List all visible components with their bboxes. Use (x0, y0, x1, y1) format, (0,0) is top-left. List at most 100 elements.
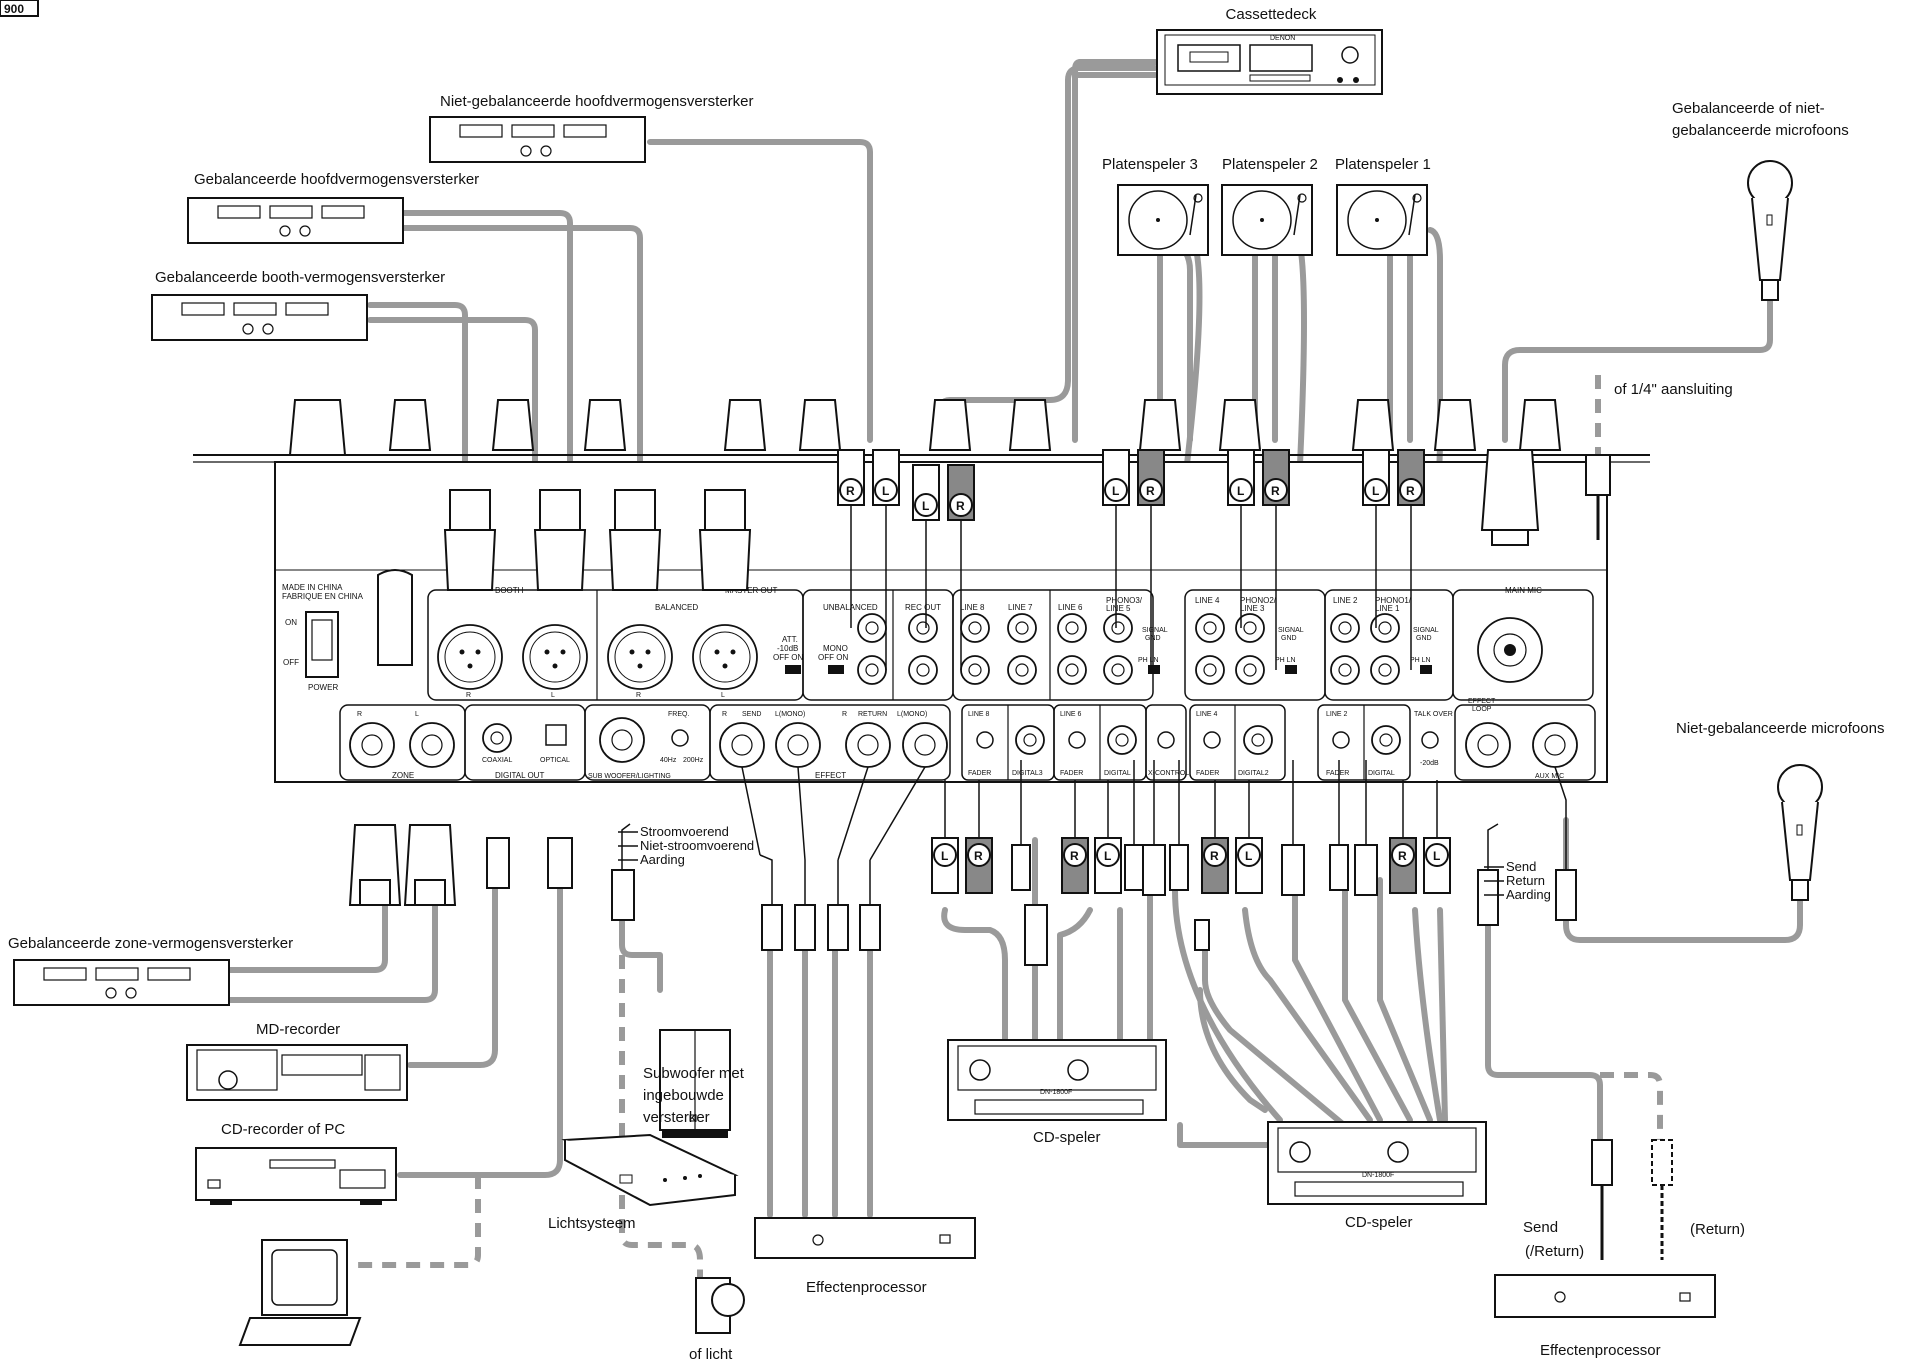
effect-send-r: R (722, 711, 727, 718)
light2-label: of licht (689, 1346, 733, 1363)
booth-r: R (466, 692, 471, 699)
cdr-label: CD-recorder of PC (221, 1121, 345, 1138)
plug-r: R (846, 484, 855, 498)
on-label: ON (285, 618, 297, 627)
digital-out-label: DIGITAL OUT (495, 771, 544, 780)
master-out-label: MASTER OUT (725, 586, 778, 595)
plug-l: L (1237, 484, 1244, 498)
return-label-fx: (Return) (1690, 1221, 1745, 1238)
cassette-brand: DENON (1270, 35, 1295, 42)
zone-amp-label: Gebalanceerde zone-vermogensversterker (8, 935, 293, 952)
line4-label: LINE 4 (1195, 596, 1220, 605)
att-switch[interactable] (785, 665, 801, 674)
aux-mic-label: AUX MIC (1535, 773, 1564, 780)
phono3-label: PHONO3/ (1106, 596, 1143, 605)
cd-recorder: CD-recorder of PC (195, 1121, 397, 1205)
zone-amp: Gebalanceerde zone-vermogensversterker (8, 935, 293, 1006)
digital-label-2: DIGITAL (1368, 770, 1395, 777)
talk-over-label: TALK OVER (1414, 711, 1453, 718)
lmono-label-2: L(MONO) (897, 711, 927, 718)
optical-label: OPTICAL (540, 757, 570, 764)
cassette-label: Cassettedeck (1226, 6, 1317, 23)
fader-label-4: FADER (1196, 770, 1219, 777)
light-fixture: of licht (689, 1277, 745, 1363)
mono-switch[interactable] (828, 665, 844, 674)
digital2-label: DIGITAL2 (1238, 770, 1269, 777)
mic-unbal-label: Niet-gebalanceerde microfoons (1676, 720, 1884, 737)
balanced-main-amp: Gebalanceerde hoofdvermogensversterker (187, 171, 479, 244)
subwoofer: Subwoofer met ingebouwde versterker (643, 1029, 745, 1138)
main-mic-jack[interactable] (1477, 617, 1543, 683)
plug-l: L (1104, 849, 1111, 863)
phln-3: PH LN (1138, 657, 1159, 664)
made-in-label: MADE IN CHINA (282, 583, 343, 592)
phln-1: PH LN (1410, 657, 1431, 664)
balanced-booth-amp: Gebalanceerde booth-vermogensversterker (151, 269, 445, 341)
line8-label: LINE 8 (960, 603, 985, 612)
balanced-microphone: Gebalanceerde of niet- gebalanceerde mic… (1672, 100, 1849, 301)
line2-label: LINE 2 (1333, 596, 1358, 605)
phln-switch-2[interactable] (1285, 665, 1297, 674)
plug-r: R (1398, 849, 1407, 863)
mic-bal-label-2: gebalanceerde microfoons (1672, 122, 1849, 139)
md-label: MD-recorder (256, 1021, 340, 1038)
zone-r: R (357, 711, 362, 718)
rca-jacks-line (960, 613, 1133, 685)
xcontrol-label: X-CONTROL (1148, 770, 1189, 777)
sig-gnd-1: SIGNAL (1413, 627, 1439, 634)
unbalanced-microphone: Niet-gebalanceerde microfoons (1676, 720, 1884, 901)
phln-switch-3[interactable] (1148, 665, 1160, 674)
unbalanced-main-amp: Niet-gebalanceerde hoofdvermogensverster… (429, 93, 754, 163)
sub-lighting-label: SUB WOOFER/LIGHTING (588, 773, 671, 780)
tt1-label: Platenspeler 1 (1335, 156, 1431, 173)
rca-plugs-top: R L L R L R L R L R (837, 449, 1425, 670)
digital3-label: DIGITAL3 (1012, 770, 1043, 777)
lighting-system: Lichtsysteem (548, 1133, 739, 1232)
line2-lower: LINE 2 (1326, 711, 1348, 718)
sig-gnd-2: SIGNAL (1278, 627, 1304, 634)
power-label: POWER (308, 683, 338, 692)
lower-plugs (348, 766, 1577, 951)
knob-row (288, 399, 1562, 456)
main-mic-label: MAIN MIC (1505, 586, 1542, 595)
fx1-label: Effectenprocessor (806, 1279, 927, 1296)
cd-player-2: DN-1800F CD-speler (1267, 1121, 1487, 1231)
plug-r: R (956, 499, 965, 513)
line3-label: LINE 3 (1240, 604, 1265, 613)
tt3-label: Platenspeler 3 (1102, 156, 1198, 173)
send-return-label: Send (1523, 1219, 1558, 1236)
bal-amp-label: Gebalanceerde hoofdvermogensversterker (194, 171, 479, 188)
lmono-label-1: L(MONO) (775, 711, 805, 718)
booth-label: BOOTH (495, 586, 524, 595)
turntable-3: Platenspeler 3 (1102, 156, 1209, 256)
sub-label-3: versterker (643, 1109, 710, 1126)
effect-loop-label-2: LOOP (1472, 706, 1492, 713)
tt2-label: Platenspeler 2 (1222, 156, 1318, 173)
power-switch[interactable] (305, 611, 339, 678)
line6-label: LINE 6 (1058, 603, 1083, 612)
legend-fx-0: Send (1506, 859, 1536, 874)
phln-switch-1[interactable] (1420, 665, 1432, 674)
booth-l: L (551, 692, 555, 699)
rca-jacks-left (857, 613, 938, 685)
legend-sub-0: Stroomvoerend (640, 824, 729, 839)
digital-label-6: DIGITAL (1104, 770, 1131, 777)
mono-offon: OFF ON (818, 653, 848, 662)
rca-jacks-phono2 (1195, 613, 1265, 685)
legend-fx-1: Return (1506, 873, 1545, 888)
fx2-label: Effectenprocessor (1540, 1342, 1661, 1359)
line6-lower: LINE 6 (1060, 711, 1082, 718)
db20-label: -20dB (1420, 760, 1439, 767)
plug-l: L (1112, 484, 1119, 498)
light-label: Lichtsysteem (548, 1215, 636, 1232)
zone-l: L (415, 711, 419, 718)
legend-sub-2: Aarding (640, 852, 685, 867)
plug-r: R (1146, 484, 1155, 498)
effect-ret-r: R (842, 711, 847, 718)
gnd-3: GND (1145, 635, 1161, 642)
att-offon: OFF ON (773, 653, 803, 662)
att-db-label: -10dB (777, 644, 798, 653)
return-label: RETURN (858, 711, 887, 718)
hz40-label: 40Hz (660, 757, 677, 764)
